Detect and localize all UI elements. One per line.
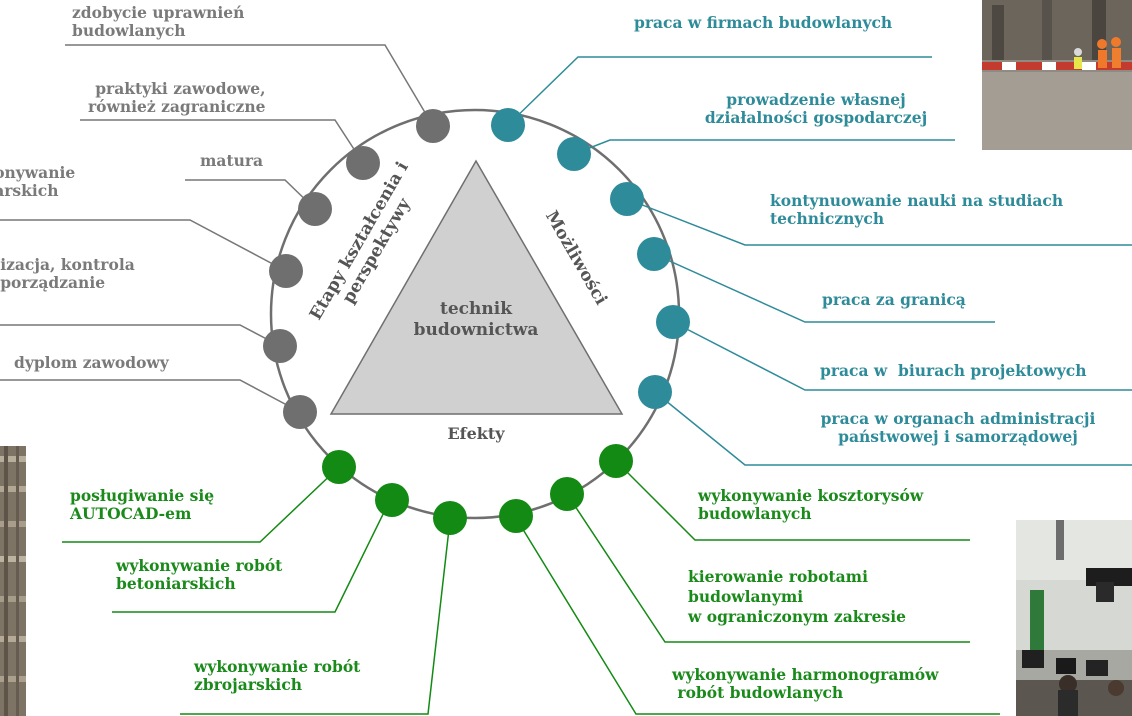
effect-label-4: wykonywanie robót zbrojarskich (194, 657, 361, 694)
connector-stage-2 (80, 119, 364, 164)
side-label-effects: Efekty (447, 424, 505, 443)
node-effect-3 (499, 499, 533, 533)
connector-effect-3 (515, 517, 1000, 715)
stage-label-5: ...izacja, kontrola ...porządzanie (0, 255, 135, 292)
connector-opportunity-2 (573, 139, 955, 155)
node-stage-2 (346, 146, 380, 180)
connector-opportunity-1 (507, 56, 932, 126)
opportunity-label-3: kontynuowanie nauki na studiach technicz… (770, 191, 1064, 228)
connector-effect-5 (112, 499, 391, 613)
connector-stage-4 (0, 219, 287, 272)
connector-effect-1 (615, 460, 970, 541)
center-title: technik budownictwa (413, 299, 539, 340)
node-effect-5 (375, 483, 409, 517)
connector-effect-2 (566, 493, 970, 643)
opportunity-label-6: praca w organach administracji państwowe… (820, 409, 1096, 446)
connector-opportunity-5 (672, 321, 1132, 391)
opportunity-label-1: praca w firmach budowlanych (634, 13, 893, 32)
node-stage-6 (283, 395, 317, 429)
effect-label-6: posługiwanie się AUTOCAD-em (70, 486, 215, 523)
connector-opportunity-6 (654, 391, 1132, 466)
node-stage-4 (269, 254, 303, 288)
stage-label-4: ...onywanie ...arskich (0, 163, 76, 200)
connector-effect-4 (180, 519, 451, 715)
node-opportunity-3 (610, 182, 644, 216)
node-opportunity-4 (637, 237, 671, 271)
construction-site-photo (982, 0, 1132, 150)
opportunity-label-4: praca za granicą (822, 290, 966, 309)
stage-label-1: zdobycie uprawnień budowlanych (72, 3, 245, 40)
opportunity-label-5: praca w biurach projektowych (820, 361, 1087, 380)
effect-label-1: wykonywanie kosztorysów budowlanych (698, 486, 924, 523)
node-effect-1 (599, 444, 633, 478)
effect-label-3: wykonywanie harmonogramów robót budowlan… (672, 665, 939, 702)
node-stage-5 (263, 329, 297, 363)
node-opportunity-2 (557, 137, 591, 171)
node-effect-6 (322, 450, 356, 484)
node-stage-1 (416, 109, 450, 143)
node-stage-3 (298, 192, 332, 226)
building-facade-photo (0, 446, 26, 716)
effect-label-5: wykonywanie robót betoniarskich (116, 556, 283, 593)
node-effect-2 (550, 477, 584, 511)
node-opportunity-5 (656, 305, 690, 339)
connector-opportunity-4 (653, 253, 995, 323)
connector-stage-5 (0, 324, 281, 347)
node-effect-4 (433, 501, 467, 535)
stage-label-3: matura (200, 151, 264, 170)
stage-label-2: praktyki zawodowe, również zagraniczne (88, 79, 266, 116)
connector-opportunity-3 (626, 198, 1132, 246)
center-triangle (329, 159, 624, 415)
connector-effect-6 (62, 466, 340, 543)
connector-stage-1 (65, 44, 434, 127)
stage-label-6: dyplom zawodowy (14, 353, 169, 372)
connector-stage-6 (0, 379, 301, 413)
node-opportunity-1 (491, 108, 525, 142)
effect-label-2: kierowanie robotami budowlanymi w ograni… (688, 567, 907, 626)
node-opportunity-6 (638, 375, 672, 409)
connector-stage-3 (185, 179, 316, 210)
computer-lab-photo (1016, 520, 1132, 716)
opportunity-label-2: prowadzenie własnej działalności gospoda… (704, 90, 928, 127)
